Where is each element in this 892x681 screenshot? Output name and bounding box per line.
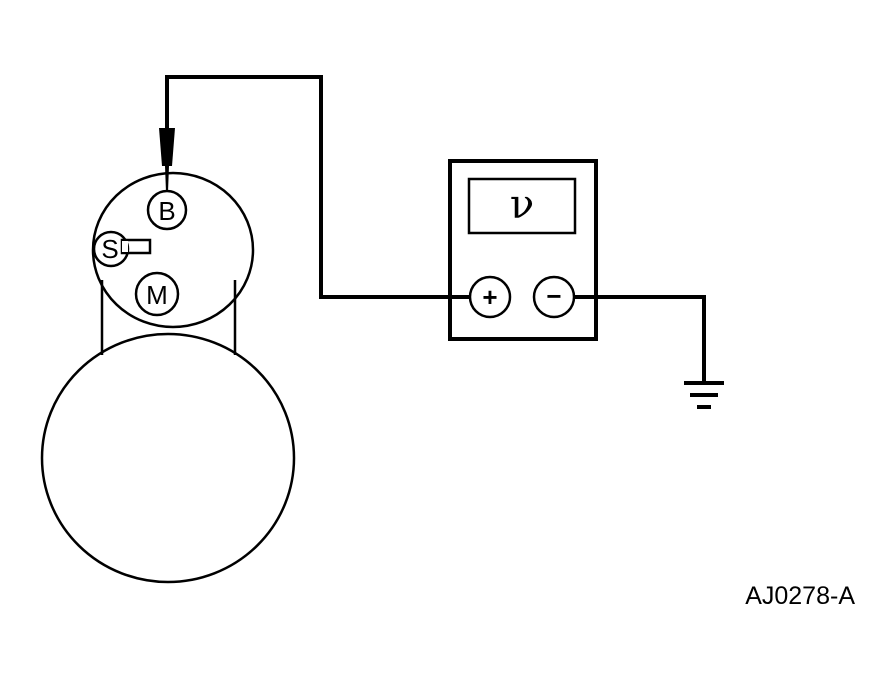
positive-lead-wire	[165, 75, 470, 299]
negative-lead-wire	[574, 295, 706, 382]
voltmeter-symbol: ν	[510, 182, 534, 228]
terminal-b: B	[146, 189, 188, 231]
terminal-m-label: M	[146, 280, 168, 310]
terminal-m: M	[134, 271, 180, 317]
voltmeter-case	[448, 159, 598, 341]
starter-motor	[40, 171, 296, 584]
voltmeter-display	[467, 177, 577, 235]
terminal-s: S	[92, 230, 152, 268]
terminal-s-label: S	[101, 234, 118, 264]
starter-neck	[100, 280, 237, 355]
positive-jack: +	[468, 275, 512, 319]
ground-icon	[684, 381, 724, 409]
voltmeter: ν + −	[448, 159, 598, 341]
probe-tip	[159, 128, 175, 193]
positive-jack-label: +	[482, 282, 497, 312]
starter-main-housing	[40, 332, 296, 584]
negative-jack: −	[532, 275, 576, 319]
negative-jack-label: −	[546, 281, 561, 311]
terminal-b-label: B	[158, 196, 175, 226]
figure-reference: AJ0278-A	[745, 582, 855, 610]
